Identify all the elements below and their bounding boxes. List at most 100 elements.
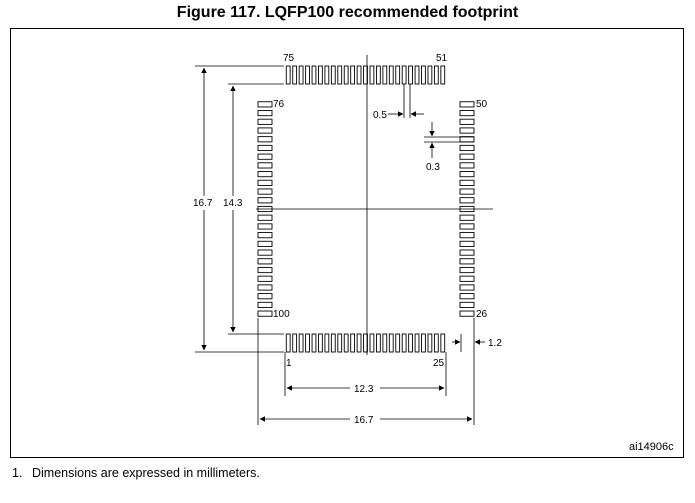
pad-92 bbox=[257, 240, 273, 247]
pad-96 bbox=[257, 275, 273, 282]
pad-82 bbox=[257, 153, 273, 160]
pad-43 bbox=[459, 162, 475, 169]
pad-width-label: 0.3 bbox=[426, 162, 440, 173]
pad-11 bbox=[350, 333, 356, 353]
pad-63 bbox=[363, 65, 368, 85]
pad-61 bbox=[375, 65, 381, 85]
pad-24 bbox=[433, 333, 439, 353]
figure-reference: ai14906c bbox=[629, 441, 674, 453]
pad-98 bbox=[257, 293, 273, 300]
pad-10 bbox=[343, 333, 349, 353]
pad-73 bbox=[298, 65, 304, 85]
pin-label-51: 51 bbox=[436, 53, 448, 64]
pad-69 bbox=[324, 65, 330, 85]
pad-41 bbox=[459, 179, 475, 186]
pad-85 bbox=[257, 179, 273, 186]
pad-15 bbox=[375, 333, 381, 353]
pad-9 bbox=[337, 333, 343, 353]
pad-27 bbox=[459, 301, 475, 308]
footnote-text: Dimensions are expressed in millimeters. bbox=[32, 466, 260, 480]
pad-62 bbox=[369, 65, 375, 85]
pad-58 bbox=[395, 65, 401, 85]
pad-95 bbox=[257, 266, 273, 274]
pad-68 bbox=[330, 65, 336, 85]
pad-75 bbox=[285, 65, 291, 85]
pad-35 bbox=[459, 232, 475, 239]
pin-label-50: 50 bbox=[476, 99, 488, 110]
figure-title: Figure 117. LQFP100 recommended footprin… bbox=[176, 4, 519, 21]
pad-60 bbox=[382, 65, 388, 85]
pad-37 bbox=[459, 214, 475, 221]
outer-width-label: 16.7 bbox=[354, 415, 374, 426]
pad-49 bbox=[459, 110, 475, 117]
pad-22 bbox=[421, 333, 426, 353]
pad-20 bbox=[408, 333, 413, 353]
pad-length-label: 1.2 bbox=[488, 338, 502, 349]
pad-81 bbox=[257, 144, 273, 152]
top-pad-row bbox=[285, 65, 446, 85]
pad-93 bbox=[257, 249, 273, 256]
pad-54 bbox=[421, 65, 426, 85]
pad-56 bbox=[408, 65, 413, 85]
pad-55 bbox=[414, 65, 420, 85]
pitch-label: 0.5 bbox=[373, 110, 387, 121]
pad-32 bbox=[459, 258, 475, 265]
pad-97 bbox=[257, 284, 273, 291]
pad-30 bbox=[459, 275, 475, 282]
outer-height-label: 16.7 bbox=[193, 198, 213, 209]
footnote: 1. Dimensions are expressed in millimeter… bbox=[12, 466, 260, 480]
pad-57 bbox=[401, 65, 407, 85]
pad-83 bbox=[257, 162, 273, 169]
pad-94 bbox=[257, 258, 273, 265]
pin-label-76: 76 bbox=[273, 99, 285, 110]
pad-1 bbox=[285, 333, 291, 353]
pad-44 bbox=[459, 153, 475, 160]
pad-77 bbox=[257, 110, 273, 117]
pad-13 bbox=[363, 333, 368, 353]
pad-91 bbox=[257, 232, 273, 239]
pad-51 bbox=[440, 65, 446, 85]
pad-19 bbox=[401, 333, 407, 353]
pad-2 bbox=[292, 333, 298, 353]
pad-39 bbox=[459, 197, 475, 204]
pad-70 bbox=[318, 65, 323, 85]
pad-48 bbox=[459, 118, 475, 125]
pad-52 bbox=[433, 65, 439, 85]
pad-87 bbox=[257, 197, 273, 204]
pad-86 bbox=[257, 188, 273, 195]
pad-14 bbox=[369, 333, 375, 353]
pad-16 bbox=[382, 333, 388, 353]
pad-29 bbox=[459, 284, 475, 291]
pad-6 bbox=[318, 333, 323, 353]
pad-64 bbox=[356, 65, 362, 85]
pad-65 bbox=[350, 65, 356, 85]
pin-label-25: 25 bbox=[433, 358, 445, 369]
pad-12 bbox=[356, 333, 362, 353]
footnote-number: 1. bbox=[12, 466, 23, 480]
pin-label-75: 75 bbox=[283, 53, 295, 64]
pin-label-1: 1 bbox=[286, 358, 292, 369]
pad-17 bbox=[388, 333, 394, 353]
pad-47 bbox=[459, 127, 475, 134]
pin-label-26: 26 bbox=[476, 309, 488, 320]
diagram-frame bbox=[10, 28, 684, 458]
pad-36 bbox=[459, 223, 475, 230]
pad-53 bbox=[427, 65, 433, 85]
pad-21 bbox=[414, 333, 420, 353]
pad-5 bbox=[311, 333, 317, 353]
pad-99 bbox=[257, 301, 273, 308]
pad-71 bbox=[311, 65, 317, 85]
pad-45 bbox=[459, 144, 475, 152]
bottom-pad-row bbox=[285, 333, 446, 353]
pad-4 bbox=[305, 333, 310, 353]
pad-31 bbox=[459, 266, 475, 274]
left-pad-column bbox=[257, 101, 273, 317]
pad-25 bbox=[440, 333, 446, 353]
pad-78 bbox=[257, 118, 273, 125]
pad-3 bbox=[298, 333, 304, 353]
pad-8 bbox=[330, 333, 336, 353]
pad-76 bbox=[257, 101, 273, 108]
pad-90 bbox=[257, 223, 273, 230]
inner-height-label: 14.3 bbox=[223, 198, 243, 209]
